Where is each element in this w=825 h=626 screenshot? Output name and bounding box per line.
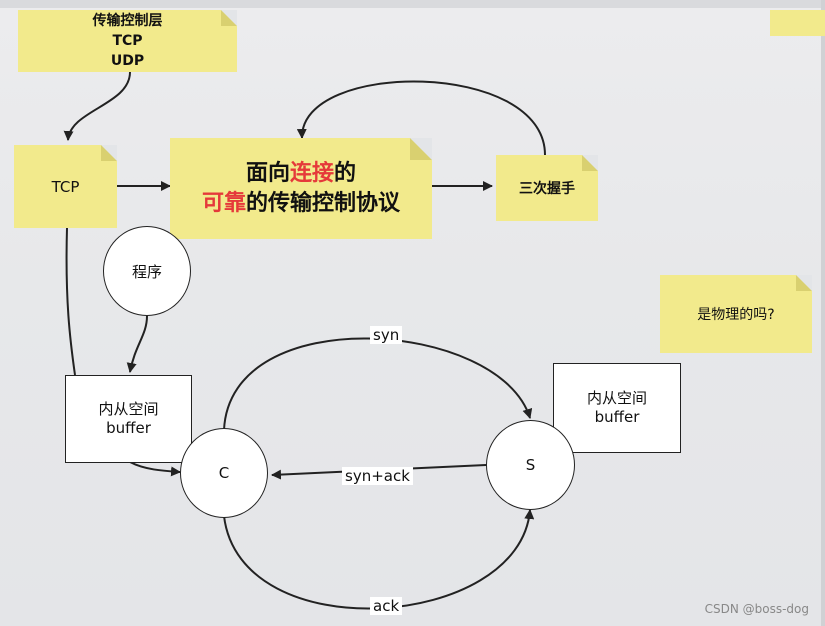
arrow-transport-to-tcp — [63, 71, 131, 141]
node-server: S — [486, 420, 575, 510]
definition-text-kekao: 可靠 — [201, 190, 246, 216]
note-transport-udp: UDP — [110, 53, 145, 69]
note-physical-question: 是物理的吗? — [660, 275, 812, 353]
client-buffer-line1: 内从空间 — [98, 400, 159, 418]
note-tcp: TCP — [14, 145, 117, 228]
edge-label-syn: syn — [370, 326, 403, 344]
note-three-way-handshake: 三次握手 — [496, 155, 598, 221]
definition-text-lianjie: 连接 — [289, 160, 334, 186]
note-three-way-label: 三次握手 — [519, 181, 575, 197]
watermark: CSDN @boss-dog — [704, 602, 809, 616]
line-tcp-to-buffer — [65, 227, 76, 376]
node-server-label: S — [525, 456, 536, 474]
definition-text-de: 的 — [334, 160, 357, 186]
node-client-buffer: 内从空间 buffer — [65, 375, 192, 463]
edge-label-synack: syn+ack — [342, 467, 413, 485]
node-program-label: 程序 — [131, 262, 162, 281]
arrow-ack — [223, 509, 535, 610]
note-transport-layer: 传输控制层 TCP UDP — [18, 10, 237, 72]
note-definition: 面向连接的 可靠的传输控制协议 — [170, 138, 432, 239]
client-buffer-line2: buffer — [106, 419, 151, 437]
note-physical-label: 是物理的吗? — [697, 307, 775, 323]
note-transport-tcp: TCP — [112, 33, 143, 49]
note-tcp-label: TCP — [51, 177, 80, 196]
definition-text-protocol: 的传输控制协议 — [246, 190, 401, 216]
node-server-buffer: 内从空间 buffer — [553, 363, 681, 453]
node-client: C — [180, 428, 268, 518]
edge-label-ack: ack — [370, 597, 403, 615]
definition-line-2: 可靠的传输控制协议 — [202, 189, 400, 219]
node-client-label: C — [218, 464, 230, 482]
arrow-program-to-buffer — [126, 315, 148, 373]
definition-line-1: 面向连接的 — [246, 159, 356, 189]
top-strip — [0, 0, 825, 8]
right-edge — [821, 0, 825, 626]
note-transport-title: 传输控制层 — [92, 13, 163, 29]
server-buffer-line2: buffer — [594, 408, 640, 426]
arrow-handshake-loop — [296, 80, 546, 156]
definition-text-mianxiang: 面向 — [245, 160, 290, 186]
arrow-syn — [223, 337, 533, 431]
node-program: 程序 — [103, 226, 191, 316]
arrow-buffer-to-client — [129, 461, 181, 477]
note-corner-partial — [770, 10, 825, 36]
server-buffer-line1: 内从空间 — [586, 389, 647, 407]
